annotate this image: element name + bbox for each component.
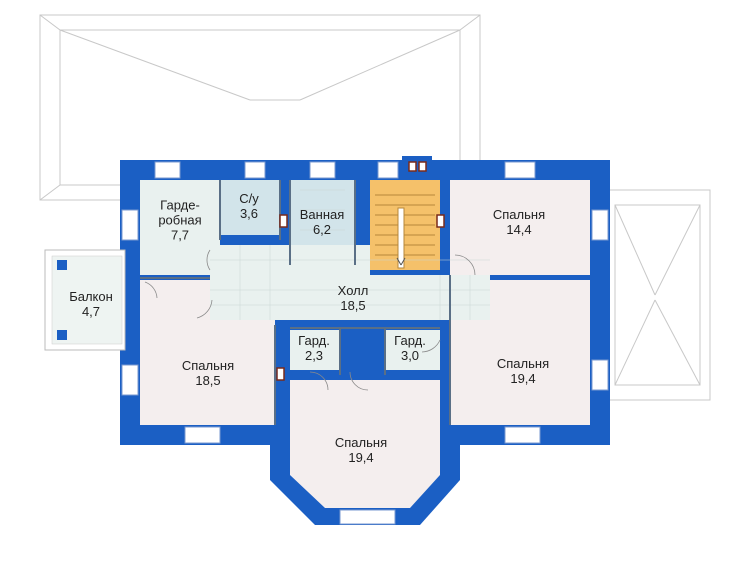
room-area: 3,0 (400, 348, 420, 363)
room-area: 19,4 (510, 371, 536, 386)
room-label-wardrobe-2: Гард. 3,0 (394, 333, 426, 363)
room-name: Спальня (181, 358, 235, 373)
room-label-bedroom-ne: Спальня 14,4 (493, 207, 545, 237)
room-label-bedroom-e: Спальня 19,4 (497, 356, 549, 386)
room-label-hall: Холл 18,5 (338, 283, 369, 313)
room-label-bathroom: Ванная 6,2 (300, 207, 345, 237)
room-name: Спальня (496, 356, 550, 371)
room-area: 7,7 (170, 227, 190, 243)
balcony (44, 249, 126, 351)
room-name: Балкон (69, 289, 113, 304)
room-area: 3,6 (239, 206, 259, 221)
room-area: 6,2 (312, 222, 332, 237)
room-name: Гард. (394, 333, 426, 348)
room-area: 4,7 (81, 304, 101, 319)
room-area: 18,5 (195, 373, 221, 388)
room-area: 18,5 (340, 298, 366, 313)
room-name: Ванная (299, 207, 345, 222)
room-label-wardrobe-1: Гард. 2,3 (298, 333, 330, 363)
door-swings (144, 249, 476, 391)
room-label-bedroom-w: Спальня 18,5 (182, 358, 234, 388)
staircase (375, 194, 435, 269)
room-name: Гарде- робная (158, 197, 202, 228)
interior-walls (140, 180, 451, 425)
room-area: 14,4 (506, 222, 532, 237)
chimneys (276, 156, 445, 381)
windows (121, 161, 609, 525)
room-area: 2,3 (304, 348, 324, 363)
tile-grid (210, 189, 490, 320)
room-area: 19,4 (348, 450, 374, 465)
room-name: Спальня (334, 435, 388, 450)
room-name: С/у (239, 191, 259, 206)
room-name: Спальня (492, 207, 546, 222)
room-label-wardrobe-large: Гарде- робная 7,7 (158, 198, 201, 243)
roof-outline-right (599, 189, 711, 401)
room-label-toilet: С/у 3,6 (239, 191, 259, 221)
room-label-bedroom-s: Спальня 19,4 (335, 435, 387, 465)
room-label-balcony: Балкон 4,7 (69, 289, 113, 319)
room-name: Холл (337, 283, 369, 298)
room-name: Гард. (298, 333, 330, 348)
